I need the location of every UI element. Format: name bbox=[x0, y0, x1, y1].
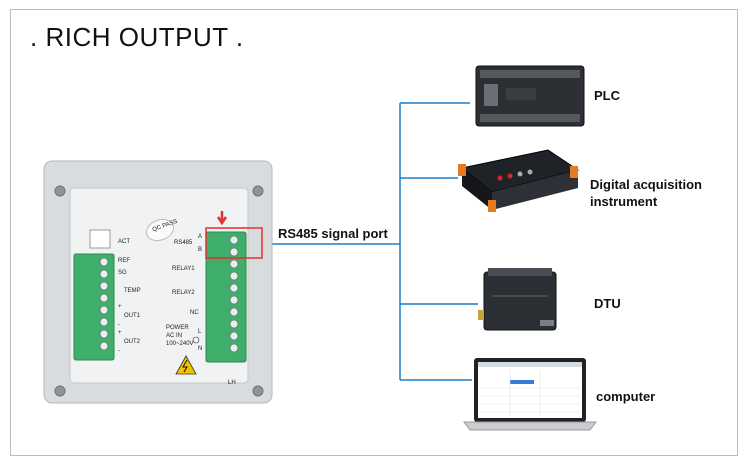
warning-icon bbox=[175, 355, 197, 375]
terminal-label-voltage: 100~240V bbox=[166, 341, 194, 347]
plc-top-terminals bbox=[480, 70, 580, 78]
terminal-label-act: ACT bbox=[118, 239, 130, 245]
screw-icon bbox=[54, 385, 66, 397]
daq-side bbox=[462, 168, 492, 210]
output-label-daq: Digital acquisition instrument bbox=[590, 177, 702, 209]
terminal-block-body bbox=[73, 253, 115, 361]
terminal-label-minus1: - bbox=[118, 322, 120, 328]
daq-front bbox=[492, 170, 578, 210]
arrow-down-icon bbox=[216, 211, 228, 226]
daq-connector bbox=[527, 169, 533, 175]
dtu-antenna-port bbox=[478, 310, 484, 320]
terminal-label-a: A bbox=[198, 234, 202, 240]
plc-device bbox=[475, 65, 585, 127]
terminal-label-ref: REF bbox=[118, 258, 130, 264]
dtu-device bbox=[478, 268, 557, 331]
terminal-label-out1: OUT1 bbox=[124, 313, 141, 319]
laptop-device bbox=[463, 358, 597, 431]
terminal-label-rs485: RS485 bbox=[174, 240, 193, 246]
screw-icon bbox=[252, 385, 264, 397]
connector-lines bbox=[262, 102, 478, 381]
page-title: . RICH OUTPUT . bbox=[30, 22, 244, 52]
laptop-screen bbox=[478, 362, 582, 418]
output-label-dtu: DTU bbox=[594, 296, 621, 311]
terminal-label-l: L bbox=[198, 329, 202, 335]
terminal-label-plus2: + bbox=[118, 330, 122, 336]
daq-corner-bumper bbox=[458, 164, 466, 176]
daq-corner-bumper bbox=[570, 166, 578, 178]
plc-bottom-terminals bbox=[480, 114, 580, 122]
terminal-label-b: B bbox=[198, 247, 202, 253]
controller-device: QC PASS ACT REF SG TEMP + OUT1 - + OUT2 … bbox=[43, 160, 273, 404]
terminal-label-relay2: RELAY2 bbox=[172, 290, 195, 296]
laptop-selected-cell bbox=[510, 380, 534, 384]
terminal-label-relay1: RELAY1 bbox=[172, 266, 195, 272]
terminal-label-n: N bbox=[198, 346, 202, 352]
daq-connector bbox=[497, 175, 503, 181]
terminal-block-body bbox=[205, 231, 247, 363]
qc-pass-stamp bbox=[145, 218, 175, 242]
terminal-label-temp: TEMP bbox=[124, 288, 141, 294]
output-label-computer: computer bbox=[596, 389, 656, 404]
laptop-toolbar bbox=[478, 362, 582, 367]
plc-display bbox=[506, 88, 536, 100]
screw-icon bbox=[252, 185, 264, 197]
terminal-label-power: POWER bbox=[166, 325, 189, 331]
terminal-label-minus2: - bbox=[118, 348, 120, 354]
acquisition-instrument-device bbox=[458, 149, 580, 212]
right-terminal-block bbox=[205, 231, 247, 363]
ground-icon bbox=[192, 336, 200, 344]
output-label-plc: PLC bbox=[594, 88, 620, 103]
terminal-label-nc: NC bbox=[190, 310, 199, 316]
laptop-grid bbox=[480, 370, 580, 416]
dtu-mount bbox=[488, 268, 552, 276]
daq-connector bbox=[507, 173, 513, 179]
terminal-label-plus1: + bbox=[118, 304, 122, 310]
rs485-signal-port-label: RS485 signal port bbox=[278, 226, 388, 241]
rs485-highlight-box bbox=[205, 227, 263, 259]
plc-port bbox=[484, 84, 498, 106]
daq-connector bbox=[517, 171, 523, 177]
lightning-icon bbox=[182, 359, 188, 373]
laptop-base bbox=[463, 421, 597, 431]
left-terminal-block bbox=[73, 253, 115, 361]
terminal-label-out2: OUT2 bbox=[124, 339, 141, 345]
screw-icon bbox=[54, 185, 66, 197]
model-label: LH bbox=[228, 380, 236, 386]
terminal-label-ac-in: AC IN bbox=[166, 333, 182, 339]
daq-corner-bumper bbox=[488, 200, 496, 212]
dtu-terminal bbox=[540, 320, 554, 326]
terminal-label-sg: SG bbox=[118, 270, 127, 276]
dip-switch bbox=[89, 229, 111, 249]
